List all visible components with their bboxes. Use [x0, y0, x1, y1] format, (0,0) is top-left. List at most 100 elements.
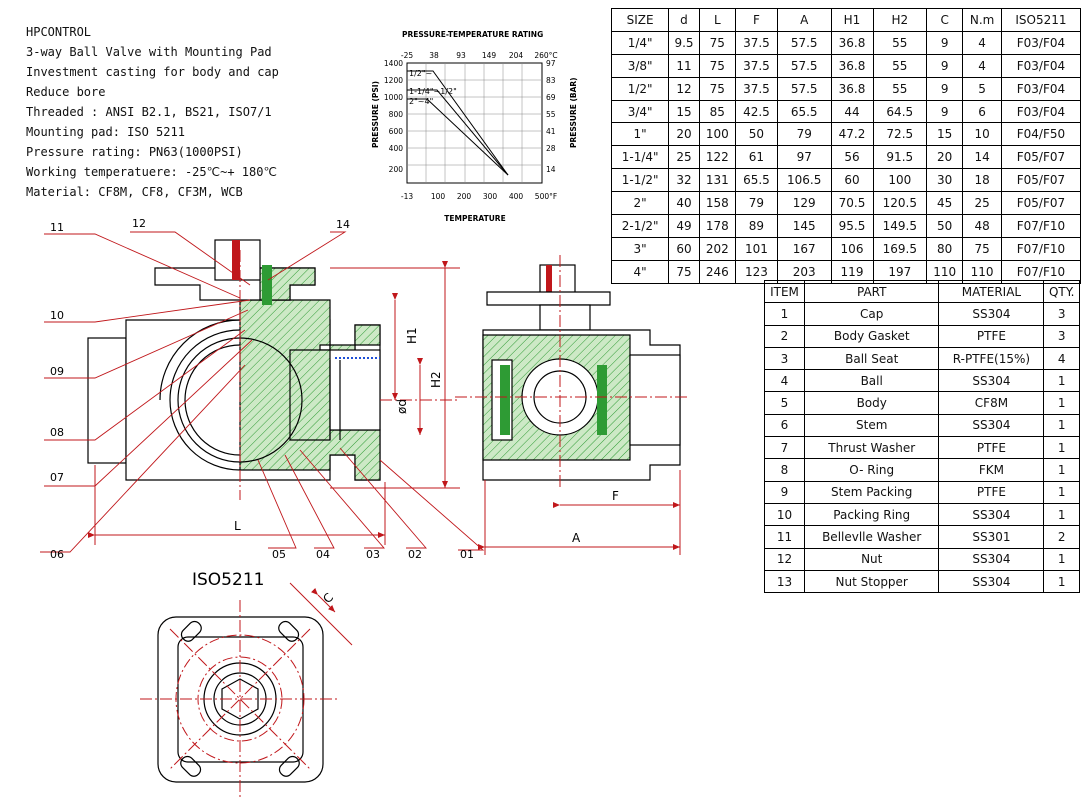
- table-cell: 100: [872, 168, 928, 193]
- table-cell: 1: [1043, 480, 1080, 504]
- table-cell: 2: [764, 324, 805, 348]
- pt-left-tick: 600: [389, 127, 404, 136]
- table-cell: 75: [698, 53, 736, 78]
- table-cell: 12: [764, 547, 805, 571]
- pt-left-tick: 1200: [384, 76, 403, 85]
- pt-left-tick: 200: [389, 165, 404, 174]
- pt-top-tick: 149: [482, 51, 497, 60]
- table-cell: 110: [962, 259, 1002, 284]
- table-cell: F05/F07: [1000, 191, 1082, 216]
- table-cell: 1: [1043, 413, 1080, 438]
- table-cell: 178: [698, 214, 736, 238]
- table-cell: 56: [830, 145, 874, 170]
- table-cell: 4: [962, 30, 1002, 55]
- pt-bottom-tick: -13: [401, 192, 413, 201]
- table-cell: Ball Seat: [803, 346, 940, 371]
- spec-line: Reduce bore: [26, 85, 106, 99]
- header-cell: ITEM: [764, 279, 805, 304]
- table-cell: 1: [1043, 391, 1080, 415]
- table-cell: 1/2": [610, 76, 670, 101]
- table-cell: 1: [764, 302, 805, 326]
- table-cell: 75: [668, 259, 700, 284]
- table-cell: PTFE: [938, 436, 1045, 460]
- table-cell: 2: [1043, 525, 1080, 549]
- table-cell: F07/F10: [1000, 236, 1082, 261]
- table-cell: 15: [926, 122, 964, 147]
- side-section-view: [87, 239, 381, 481]
- table-cell: 64.5: [872, 99, 928, 124]
- callout-number: 08: [50, 426, 64, 439]
- table-cell: Thrust Washer: [803, 436, 940, 460]
- table-cell: 20: [926, 145, 964, 170]
- pt-right-tick: 41: [546, 127, 556, 136]
- table-cell: 75: [962, 236, 1002, 261]
- callout-number: 11: [50, 221, 64, 234]
- table-cell: 246: [698, 259, 736, 284]
- table-cell: 7: [764, 436, 805, 460]
- table-cell: 75: [698, 30, 736, 55]
- table-cell: 79: [734, 191, 778, 216]
- spec-line: Working temperatuere: -25℃~+ 180℃: [26, 165, 277, 179]
- table-cell: 11: [668, 53, 700, 78]
- table-cell: 61: [734, 145, 778, 170]
- table-cell: 9: [764, 480, 805, 504]
- table-cell: 158: [698, 191, 736, 216]
- table-cell: 97: [776, 145, 832, 170]
- table-cell: F03/F04: [1000, 76, 1082, 101]
- table-cell: Body Gasket: [803, 324, 940, 348]
- table-cell: 9: [926, 53, 964, 78]
- pt-bottom-tick: 300: [483, 192, 498, 201]
- table-cell: 1: [1043, 569, 1080, 594]
- table-cell: 131: [698, 168, 736, 193]
- header-cell: SIZE: [610, 8, 670, 32]
- pt-top-tick: -25: [401, 51, 413, 60]
- pt-left-tick: 400: [389, 144, 404, 153]
- dim-label-h1: H1: [405, 327, 419, 344]
- table-cell: 1: [1043, 502, 1080, 527]
- callout-number: 09: [50, 365, 64, 378]
- table-cell: 18: [962, 168, 1002, 193]
- table-cell: CF8M: [938, 391, 1045, 415]
- table-cell: 9.5: [668, 30, 700, 55]
- table-cell: 2-1/2": [610, 214, 670, 238]
- table-cell: F07/F10: [1000, 214, 1082, 238]
- table-cell: 89: [734, 214, 778, 238]
- table-cell: 14: [962, 145, 1002, 170]
- pt-chart-grid: [407, 63, 542, 183]
- table-cell: 1-1/4": [610, 145, 670, 170]
- header-cell: QTY.: [1043, 279, 1080, 304]
- table-cell: 65.5: [734, 168, 778, 193]
- brand-name: HPCONTROL: [26, 25, 92, 39]
- table-cell: 57.5: [776, 30, 832, 55]
- pt-right-tick: 14: [546, 165, 556, 174]
- table-cell: 6: [962, 99, 1002, 124]
- table-cell: 120.5: [872, 191, 928, 216]
- table-cell: 2": [610, 191, 670, 216]
- table-cell: 106.5: [776, 168, 832, 193]
- pt-chart-title: PRESSURE-TEMPERATURE RATING: [402, 30, 543, 39]
- spec-line: Investment casting for body and cap: [26, 65, 279, 79]
- callout-number: 12: [132, 217, 146, 230]
- pt-bottom-tick: 400: [509, 192, 524, 201]
- pt-bottom-tick: 100: [431, 192, 446, 201]
- table-cell: 55: [872, 76, 928, 101]
- table-cell: 13: [764, 569, 805, 594]
- dim-label-a: A: [572, 531, 581, 545]
- callout-number: 05: [272, 548, 286, 561]
- table-cell: 1: [1043, 547, 1080, 571]
- table-cell: 106: [830, 236, 874, 261]
- table-cell: 36.8: [830, 30, 874, 55]
- table-cell: 1: [1043, 458, 1080, 482]
